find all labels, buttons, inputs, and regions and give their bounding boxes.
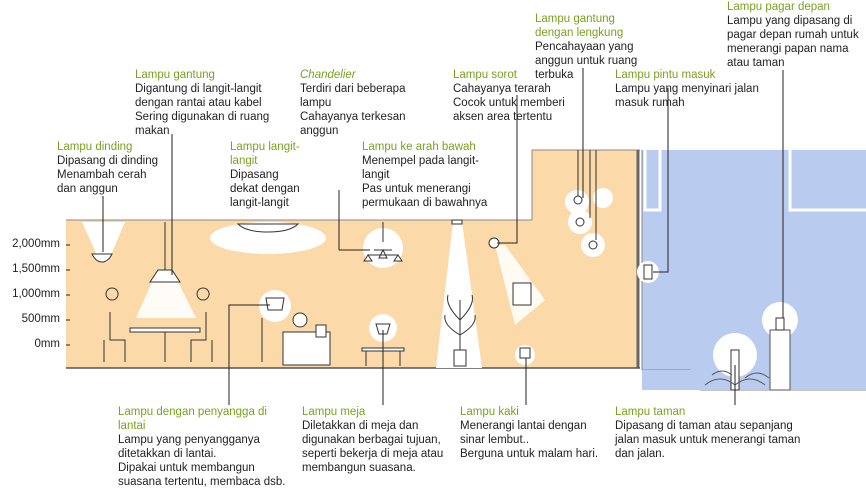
axis-label-1500: 1,500mm (12, 263, 60, 275)
label-title: Lampu gantung dengan lengkung (535, 13, 624, 39)
label-title: Lampu pintu masuk (615, 69, 716, 81)
label-desc: Terdiri dari beberapa lampu Cahayanya te… (300, 83, 406, 137)
arc-lamp-glow-4 (593, 188, 613, 208)
label-desc: Menerangi lantai dengan sinar lembut.. B… (460, 420, 599, 460)
label-title: Chandelier (300, 69, 356, 81)
label-title: Lampu pagar depan (727, 1, 830, 13)
label-desc: Lampu yang menyinari jalan masuk rumah (615, 83, 759, 109)
diner-left (103, 287, 126, 362)
label-desc: Dipasang di taman atau sepanjang jalan m… (615, 420, 801, 460)
wall-picture (512, 282, 532, 306)
label-title: Lampu langit- langit (230, 141, 300, 167)
label-desc: Cahayanya terarah Cocok untuk memberi ak… (453, 83, 565, 123)
ceiling-lamp (236, 223, 300, 233)
armchair (282, 331, 331, 366)
downlight (451, 219, 463, 225)
label-desc: Dipasang dekat dengan langit-langit (230, 169, 300, 209)
label-title: Lampu dinding (57, 141, 133, 153)
axis-label-500: 500mm (21, 313, 60, 325)
arc-lamp-bulb-3 (588, 240, 598, 250)
pendant-beam (136, 282, 196, 318)
wall-lamp (91, 253, 113, 263)
label-pendant-lamp: Lampu gantung Digantung di langit-langit… (135, 68, 269, 138)
gate-lamp (775, 317, 785, 331)
chandelier-glow (363, 228, 403, 268)
label-wall-lamp: Lampu dinding Dipasang di dinding Menamb… (57, 140, 158, 196)
label-title: Lampu gantung (135, 69, 215, 81)
label-ceiling-lamp: Lampu langit- langit Dipasang dekat deng… (230, 140, 300, 210)
tall-room (532, 150, 638, 368)
label-desc: Diletakkan di meja dan digunakan berbaga… (302, 420, 444, 474)
label-entrance-lamp: Lampu pintu masuk Lampu yang menyinari j… (615, 68, 759, 110)
label-title: Lampu sorot (453, 69, 517, 81)
label-title: Lampu dengan penyangga di lantai (118, 406, 267, 432)
label-title: Lampu ke arah bawah (362, 141, 476, 153)
label-downlight: Lampu ke arah bawah Menempel pada langit… (362, 140, 487, 210)
label-title: Lampu meja (302, 406, 366, 418)
diner-right (190, 287, 213, 362)
label-garden-lamp: Lampu taman Dipasang di taman atau sepan… (615, 405, 800, 461)
table-lamp (375, 323, 391, 335)
label-title: Lampu kaki (460, 406, 519, 418)
axis-label-1000: 1,000mm (12, 288, 60, 300)
label-spotlight: Lampu sorot Cahayanya terarah Cocok untu… (453, 68, 565, 124)
label-desc: Digantung di langit-langit dengan rantai… (135, 83, 270, 137)
arc-lamp-bulb-2 (575, 217, 585, 227)
chandelier (363, 248, 403, 262)
label-table-lamp: Lampu meja Diletakkan di meja dan diguna… (302, 405, 443, 475)
leader-lines (66, 68, 784, 405)
entrance-lamp (643, 264, 653, 280)
axis-label-2000: 2,000mm (12, 238, 60, 250)
label-desc: Lampu yang dipasang di pagar depan rumah… (727, 15, 859, 69)
label-desc: Menempel pada langit- langit Pas untuk m… (362, 155, 488, 209)
dining-table (129, 327, 201, 333)
label-arc-lamp: Lampu gantung dengan lengkung Pencahayaa… (535, 12, 637, 82)
garden-ground (642, 370, 866, 390)
label-title: Lampu taman (615, 406, 686, 418)
plant (444, 294, 476, 366)
label-desc: Dipasang di dinding Menambah cerah dan a… (57, 155, 159, 195)
label-desc: Lampu yang penyangganya ditetakkan di la… (118, 434, 286, 488)
label-gate-lamp: Lampu pagar depan Lampu yang dipasang di… (727, 0, 859, 70)
axis-label-0: 0mm (34, 338, 60, 350)
foot-lamp (519, 347, 531, 359)
label-foot-lamp: Lampu kaki Menerangi lantai dengan sinar… (460, 405, 598, 461)
label-floor-lamp: Lampu dengan penyangga di lantai Lampu y… (118, 405, 286, 489)
exterior-area (642, 150, 866, 370)
gate-pillar (769, 329, 791, 391)
ceiling-lamp-glow (210, 222, 326, 254)
downlight-beam (436, 222, 482, 368)
label-desc: Pencahayaan yang anggun untuk ruang terb… (535, 41, 638, 81)
arc-lamp-bulb-1 (573, 195, 583, 205)
label-chandelier: Chandelier Terdiri dari beberapa lampu C… (300, 68, 405, 138)
